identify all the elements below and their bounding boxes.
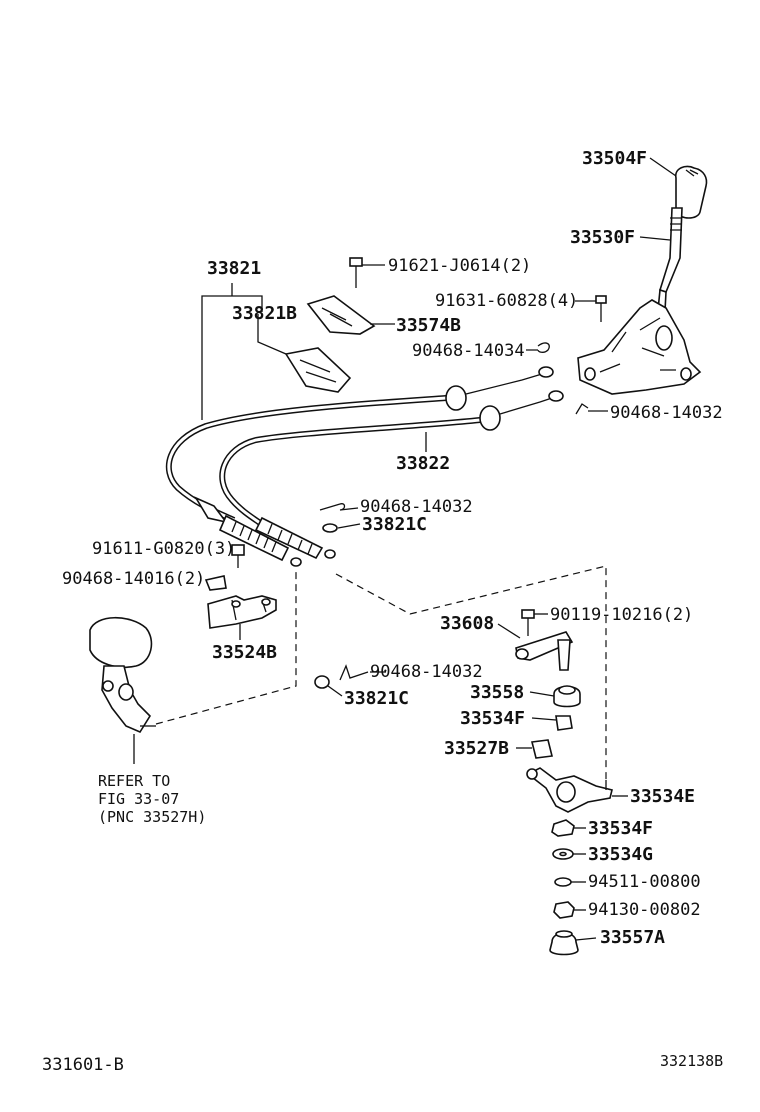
bushing xyxy=(529,685,581,708)
lever-bolt xyxy=(595,295,607,322)
footer-right: 332138B xyxy=(660,1052,723,1070)
label-clip-1: 90468-14034 xyxy=(412,341,525,361)
label-bushing: 33558 xyxy=(470,682,524,703)
refer-line-2: FIG 33-07 xyxy=(98,790,179,808)
label-bolt-2: 91631-60828(4) xyxy=(435,291,578,311)
leader-lever xyxy=(639,236,671,241)
label-nut-1: 33534F xyxy=(460,708,525,729)
bolt-4 xyxy=(521,609,548,636)
label-clip-4: 90468-14016(2) xyxy=(62,569,205,589)
label-bracket-1: 33574B xyxy=(396,315,461,336)
label-washer-4: 94511-00800 xyxy=(588,872,701,892)
block xyxy=(516,739,553,759)
label-washer-1: 33821C xyxy=(362,514,427,535)
cable-bracket xyxy=(257,314,352,393)
label-bolt-4: 90119-10216(2) xyxy=(550,605,693,625)
label-lever: 33530F xyxy=(570,227,635,248)
label-clip-3: 90468-14032 xyxy=(360,497,473,517)
select-lever xyxy=(526,767,628,813)
bolt-3 xyxy=(231,544,245,568)
label-cable-2: 33822 xyxy=(396,453,450,474)
washer-2 xyxy=(314,675,330,689)
label-sel-lever: 33534E xyxy=(630,786,695,807)
nut-1 xyxy=(531,715,573,731)
clip-4 xyxy=(204,575,227,591)
cable-assy-lower xyxy=(219,390,564,533)
footer-left: 331601-B xyxy=(42,1055,124,1075)
cap xyxy=(549,930,597,956)
washer-4 xyxy=(554,877,586,887)
label-nut-3: 94130-00802 xyxy=(588,900,701,920)
shift-lever-arm xyxy=(497,623,574,671)
washer-1 xyxy=(322,523,338,533)
washer-3 xyxy=(552,848,586,860)
bracket-1 xyxy=(306,295,395,335)
label-block: 33527B xyxy=(444,738,509,759)
label-retainer: 33524B xyxy=(212,642,277,663)
label-bolt-1: 91621-J0614(2) xyxy=(388,256,531,276)
label-clip-2: 90468-14032 xyxy=(610,403,723,423)
dash-right xyxy=(335,565,607,780)
nut-3 xyxy=(553,901,586,919)
cable-ends xyxy=(194,496,336,567)
shift-lever-base xyxy=(577,299,702,395)
clip-2 xyxy=(575,403,608,415)
retainer xyxy=(207,595,277,640)
shift-knob xyxy=(675,165,708,219)
label-clip-5: 90468-14032 xyxy=(370,662,483,682)
refer-lever xyxy=(89,617,156,764)
label-cap: 33557A xyxy=(600,927,665,948)
refer-line-3: (PNC 33527H) xyxy=(98,808,206,826)
label-shift-lever: 33608 xyxy=(440,613,494,634)
dash-left xyxy=(155,570,297,725)
label-cable-1: 33821B xyxy=(232,303,297,324)
nut-2 xyxy=(551,819,586,837)
bracket-33821 xyxy=(201,283,263,420)
label-washer-2: 33821C xyxy=(344,688,409,709)
leader-knob xyxy=(649,157,677,177)
label-washer-3: 33534G xyxy=(588,844,653,865)
label-cable-assy: 33821 xyxy=(207,258,261,279)
cable-assy-upper xyxy=(165,366,554,523)
label-nut-2: 33534F xyxy=(588,818,653,839)
clip-3 xyxy=(319,503,359,511)
label-bolt-3: 91611-G0820(3) xyxy=(92,539,235,559)
clip-5 xyxy=(339,664,369,681)
bolt-1 xyxy=(349,257,385,288)
label-knob: 33504F xyxy=(582,148,647,169)
refer-line-1: REFER TO xyxy=(98,772,170,790)
clip-1 xyxy=(526,342,550,353)
